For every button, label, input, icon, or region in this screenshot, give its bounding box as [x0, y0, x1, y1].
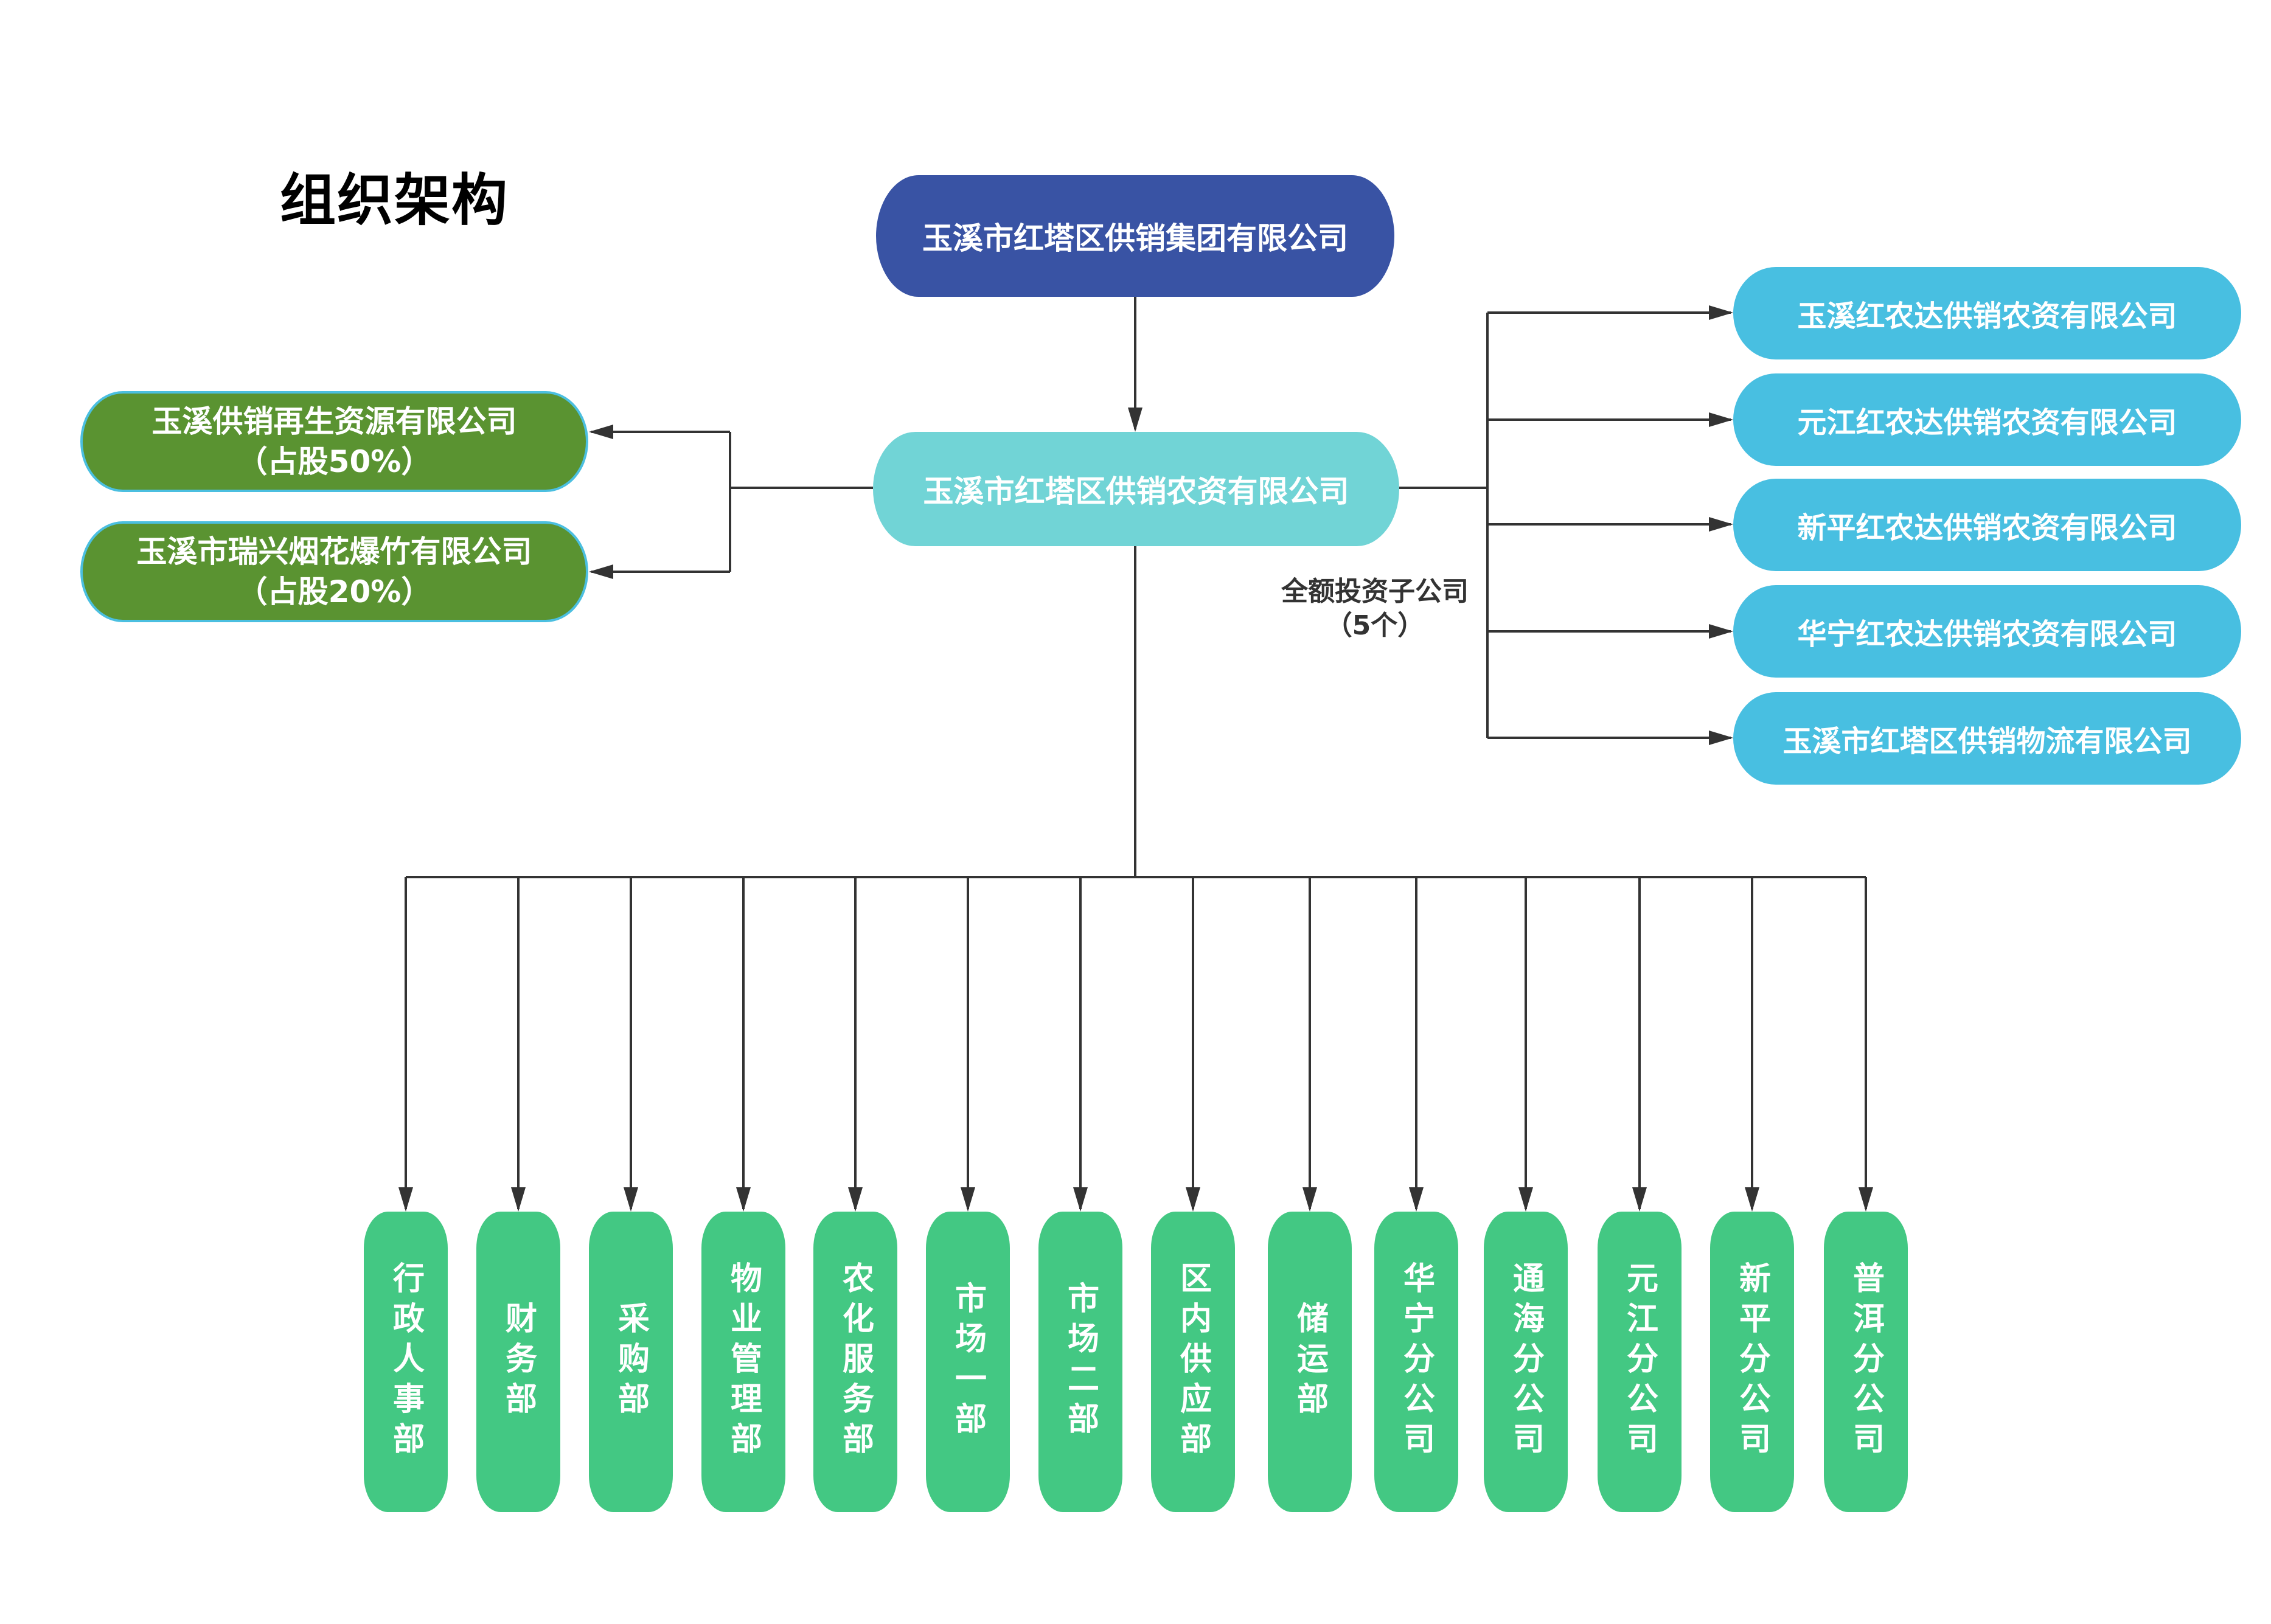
department-node[interactable]: 财务部 [476, 1212, 560, 1512]
department-node[interactable]: 华宁分公司 [1374, 1212, 1458, 1512]
department-label: 财务部 [499, 1302, 537, 1422]
department-label: 市场一部 [949, 1282, 986, 1442]
shareholding-node[interactable]: 玉溪供销再生资源有限公司 （占股50%） [80, 391, 588, 492]
department-node[interactable]: 通海分公司 [1484, 1212, 1568, 1512]
department-label: 华宁分公司 [1397, 1261, 1435, 1462]
department-node[interactable]: 农化服务部 [813, 1212, 897, 1512]
department-label: 采购部 [612, 1302, 649, 1422]
shareholding-share: （占股50%） [237, 444, 432, 479]
subsidiary-label: 新平红农达供销农资有限公司 [1797, 511, 2177, 545]
department-label: 储运部 [1291, 1302, 1328, 1422]
subsidiary-label: 玉溪红农达供销农资有限公司 [1797, 299, 2177, 333]
department-label: 新平分公司 [1733, 1261, 1770, 1462]
department-node[interactable]: 采购部 [589, 1212, 673, 1512]
main-company-label: 玉溪市红塔区供销农资有限公司 [923, 474, 1349, 509]
subsidiary-note-line2: （5个） [1325, 610, 1425, 641]
department-node[interactable]: 普洱分公司 [1824, 1212, 1908, 1512]
shareholding-name: 玉溪市瑞兴烟花爆竹有限公司 [136, 534, 532, 569]
department-node[interactable]: 元江分公司 [1598, 1212, 1682, 1512]
subsidiary-node[interactable]: 华宁红农达供销农资有限公司 [1733, 585, 2241, 678]
page-title: 组织架构 [280, 168, 509, 233]
main-company-node[interactable]: 玉溪市红塔区供销农资有限公司 [873, 432, 1399, 546]
subsidiary-node[interactable]: 新平红农达供销农资有限公司 [1733, 479, 2241, 571]
subsidiary-note-line1: 全额投资子公司 [1281, 576, 1469, 607]
subsidiary-note: 全额投资子公司 （5个） [1271, 575, 1478, 643]
department-label: 元江分公司 [1621, 1261, 1658, 1462]
department-label: 行政人事部 [387, 1261, 424, 1462]
department-label: 通海分公司 [1507, 1261, 1544, 1462]
root-company-node[interactable]: 玉溪市红塔区供销集团有限公司 [876, 175, 1394, 297]
department-node[interactable]: 行政人事部 [364, 1212, 448, 1512]
subsidiary-label: 华宁红农达供销农资有限公司 [1797, 617, 2177, 651]
department-node[interactable]: 物业管理部 [701, 1212, 785, 1512]
department-label: 农化服务部 [836, 1261, 874, 1462]
shareholding-share: （占股20%） [237, 574, 432, 609]
department-node[interactable]: 区内供应部 [1151, 1212, 1235, 1512]
root-company-label: 玉溪市红塔区供销集团有限公司 [922, 221, 1348, 256]
shareholding-name: 玉溪供销再生资源有限公司 [151, 404, 517, 439]
subsidiary-node[interactable]: 玉溪红农达供销农资有限公司 [1733, 267, 2241, 359]
subsidiary-label: 玉溪市红塔区供销物流有限公司 [1782, 724, 2192, 758]
subsidiary-node[interactable]: 玉溪市红塔区供销物流有限公司 [1733, 692, 2241, 785]
department-node[interactable]: 市场一部 [926, 1212, 1010, 1512]
subsidiary-label: 元江红农达供销农资有限公司 [1797, 406, 2177, 440]
department-label: 市场二部 [1062, 1282, 1099, 1442]
department-node[interactable]: 储运部 [1268, 1212, 1352, 1512]
subsidiary-node[interactable]: 元江红农达供销农资有限公司 [1733, 373, 2241, 466]
department-node[interactable]: 新平分公司 [1710, 1212, 1794, 1512]
department-label: 物业管理部 [725, 1261, 762, 1462]
department-node[interactable]: 市场二部 [1038, 1212, 1122, 1512]
shareholding-node[interactable]: 玉溪市瑞兴烟花爆竹有限公司 （占股20%） [80, 521, 588, 622]
department-label: 区内供应部 [1174, 1261, 1211, 1462]
department-label: 普洱分公司 [1847, 1261, 1884, 1462]
